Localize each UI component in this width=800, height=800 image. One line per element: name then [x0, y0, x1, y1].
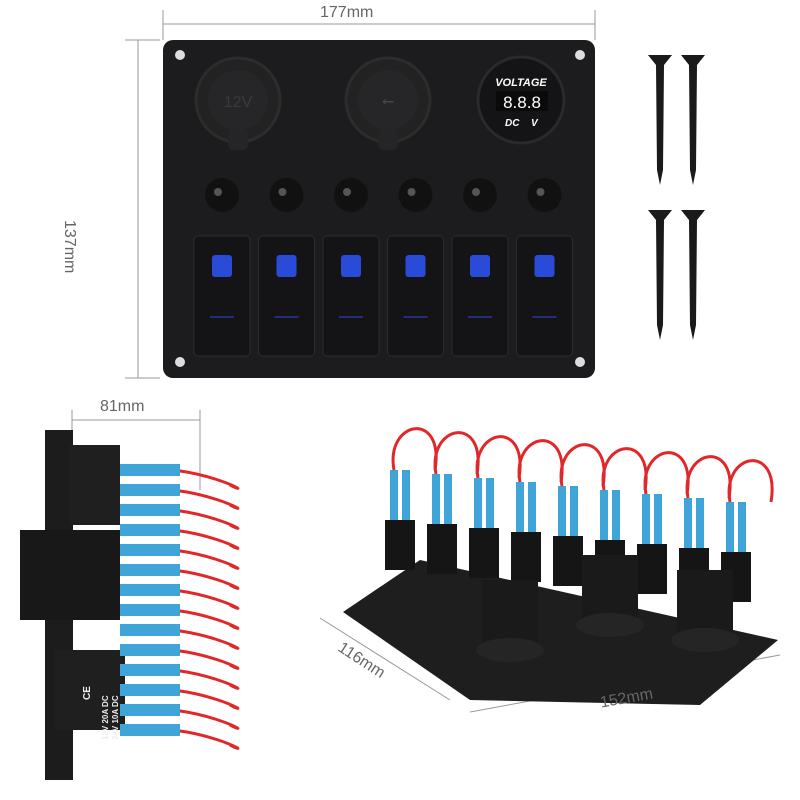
connector — [516, 482, 524, 532]
svg-text:8.8.8: 8.8.8 — [503, 93, 541, 112]
connector — [684, 498, 692, 548]
wire — [433, 431, 480, 475]
svg-text:12V 20A DC: 12V 20A DC — [101, 695, 110, 740]
svg-text:DC: DC — [505, 118, 520, 129]
connector — [444, 474, 452, 524]
connector — [402, 470, 410, 520]
connector — [120, 604, 180, 616]
connector — [642, 494, 650, 544]
wire — [643, 451, 690, 495]
screw — [648, 210, 672, 340]
wire — [601, 447, 648, 491]
wire — [685, 455, 732, 499]
connector — [120, 684, 180, 696]
rocker-switches — [193, 235, 573, 357]
connector — [738, 502, 746, 552]
wire — [727, 459, 774, 503]
connector — [120, 664, 180, 676]
side-view: CE 12V 20A DC 24V 10A DC — [20, 430, 240, 780]
wire — [391, 427, 438, 471]
connector — [726, 502, 734, 552]
usb-socket: ⭠ — [344, 56, 432, 150]
fuse-holder — [334, 178, 368, 212]
svg-text:V: V — [531, 118, 539, 129]
fuse-holder — [269, 178, 304, 212]
rocker-switch[interactable] — [322, 235, 380, 357]
screw — [681, 55, 705, 185]
connector — [654, 494, 662, 544]
fuse-holder — [463, 178, 497, 212]
wire — [517, 439, 564, 483]
connector — [120, 524, 180, 536]
led-indicator — [341, 255, 361, 277]
connector — [120, 464, 180, 476]
rear-view — [343, 427, 778, 705]
connector — [120, 624, 180, 636]
connector — [600, 490, 608, 540]
connector — [486, 478, 494, 528]
wire — [475, 435, 522, 479]
switch-panel-front: 12V ⭠ VOLTAGE 8.8.8 DC V — [163, 40, 595, 378]
connector — [120, 564, 180, 576]
screw — [681, 210, 705, 340]
connector — [120, 544, 180, 556]
connector — [696, 498, 704, 548]
connector — [120, 644, 180, 656]
wire — [559, 443, 606, 487]
svg-text:VOLTAGE: VOLTAGE — [495, 77, 547, 89]
led-indicator — [534, 255, 555, 277]
svg-text:24V 10A DC: 24V 10A DC — [111, 695, 120, 740]
depth-dimension-label: 81mm — [100, 398, 145, 415]
connector — [474, 478, 482, 528]
width-dimension-label: 177mm — [320, 4, 374, 21]
rocker-switch[interactable] — [516, 235, 573, 357]
rocker-switch[interactable] — [387, 235, 444, 357]
led-indicator — [276, 255, 297, 277]
rocker-switch[interactable] — [193, 235, 251, 357]
fuse-holder — [527, 178, 562, 212]
led-indicator — [405, 255, 426, 277]
voltmeter: VOLTAGE 8.8.8 DC V — [476, 55, 566, 145]
connector — [570, 486, 578, 536]
connector — [120, 724, 180, 736]
connector — [612, 490, 620, 540]
connector — [390, 470, 398, 520]
fuse-holder — [205, 178, 239, 212]
12v-socket: 12V — [194, 56, 282, 150]
connector — [120, 704, 180, 716]
connector — [432, 474, 440, 524]
height-dimension-label: 137mm — [61, 220, 78, 274]
svg-text:12V: 12V — [224, 94, 253, 111]
connector — [558, 486, 566, 536]
fuse-holder — [398, 178, 433, 212]
fuse-holders — [205, 178, 562, 212]
svg-text:CE: CE — [82, 686, 93, 700]
led-indicator — [470, 255, 490, 277]
led-indicator — [212, 255, 232, 277]
svg-text:⭠: ⭠ — [382, 93, 395, 110]
mounting-screws — [648, 55, 705, 340]
rocker-switch[interactable] — [451, 235, 509, 357]
connector — [528, 482, 536, 532]
connector — [120, 504, 180, 516]
screw — [648, 55, 672, 185]
connector — [120, 484, 180, 496]
connector — [120, 584, 180, 596]
rocker-switch[interactable] — [258, 235, 315, 357]
